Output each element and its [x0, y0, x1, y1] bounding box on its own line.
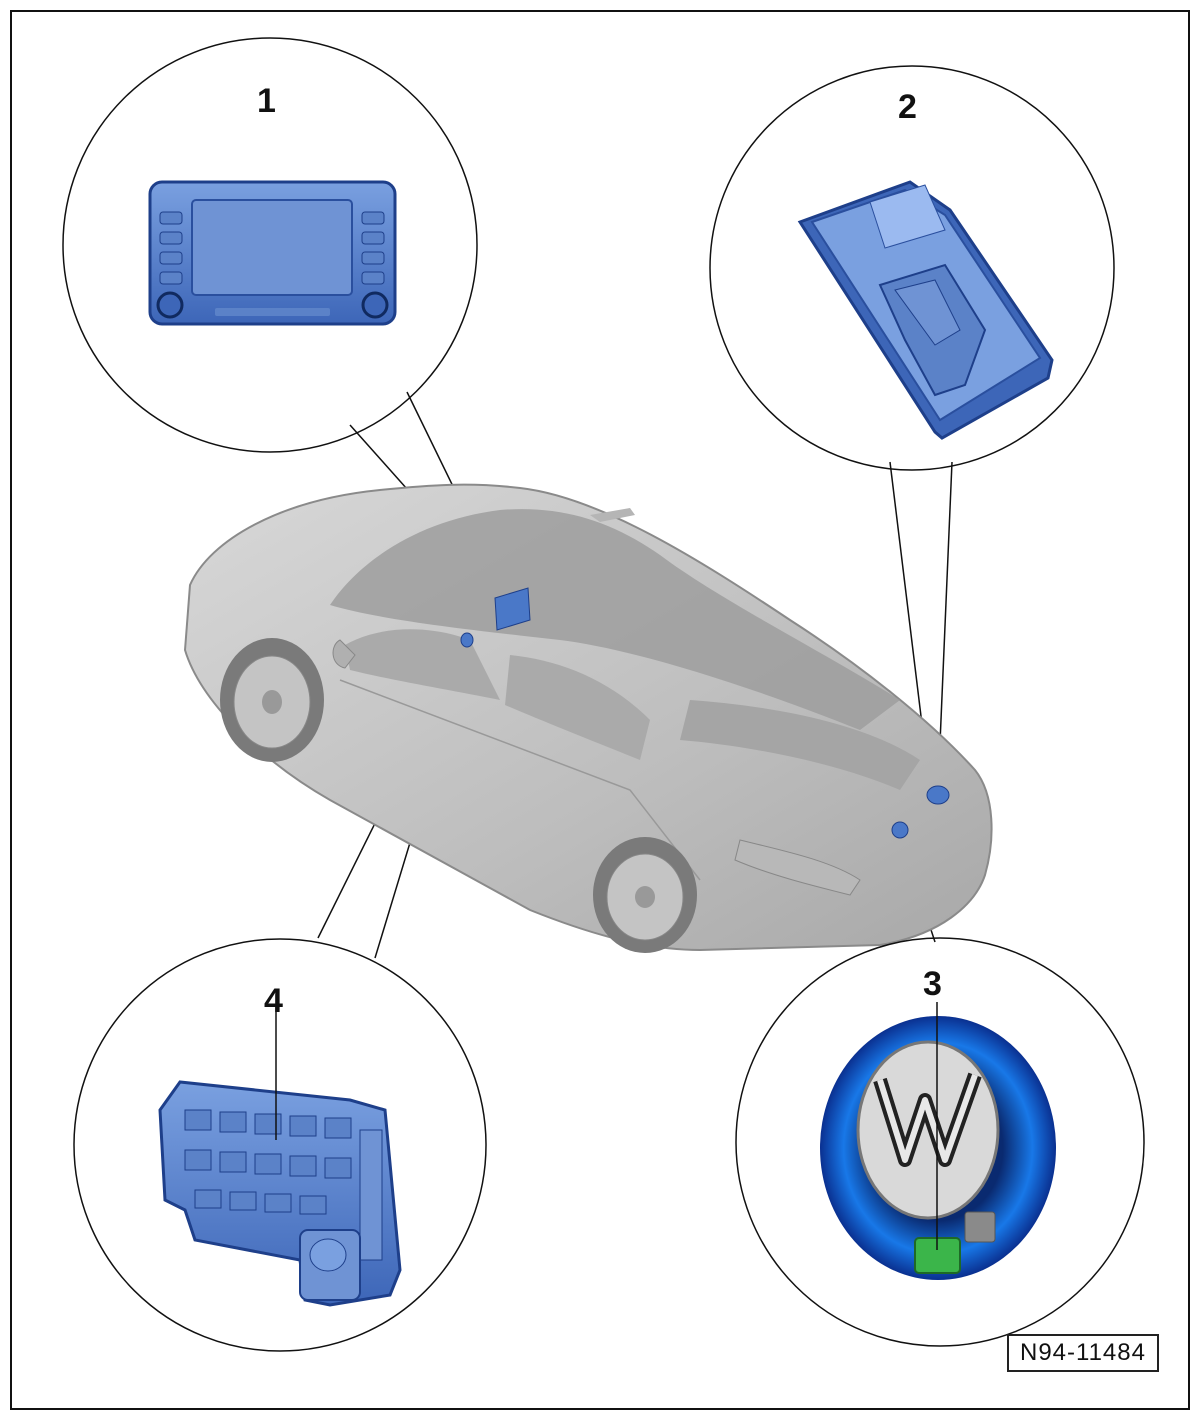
- location-marker-2: [926, 785, 950, 805]
- car-side-window-rear: [505, 655, 650, 760]
- callout-circle-1: [62, 37, 478, 453]
- car-illustration: [183, 483, 993, 953]
- reference-code-label: N94-11484: [1007, 1334, 1159, 1372]
- car-side-window: [345, 629, 500, 700]
- rear-wheel: [593, 837, 697, 953]
- component-4-fuse-relay-box: [158, 1005, 402, 1307]
- car-mirror: [332, 639, 356, 669]
- component-3-emblem-camera: [820, 1002, 1056, 1280]
- callout-number-1: 1: [257, 82, 276, 120]
- callout-circle-3: [735, 937, 1145, 1347]
- callout-number-2: 2: [898, 88, 917, 126]
- location-marker-4: [460, 632, 474, 648]
- car-spoiler: [590, 508, 635, 522]
- front-wheel: [220, 638, 324, 762]
- component-2-control-module: [797, 180, 1054, 440]
- location-marker-3: [891, 821, 909, 839]
- car-taillight: [734, 839, 861, 896]
- callout-circle-2: [709, 65, 1115, 471]
- location-marker-1: [494, 587, 531, 631]
- callout-number-3: 3: [923, 965, 942, 1003]
- callout-number-4: 4: [264, 982, 283, 1020]
- component-1-display-unit: [148, 180, 397, 326]
- car-roof: [330, 509, 900, 730]
- car-rear-window: [680, 700, 920, 790]
- callout-circle-4: [73, 938, 487, 1352]
